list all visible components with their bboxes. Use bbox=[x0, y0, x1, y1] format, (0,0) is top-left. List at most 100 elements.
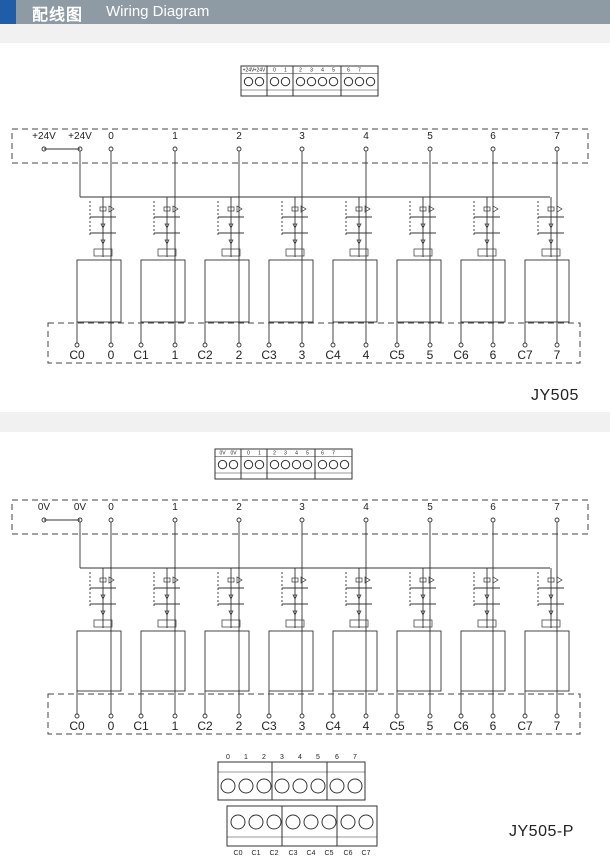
front-connector-label: C0 bbox=[234, 850, 243, 857]
top-terminal-label: 7 bbox=[554, 502, 560, 513]
screw-terminal bbox=[248, 814, 264, 830]
screw-terminal bbox=[343, 76, 354, 87]
bottom-terminal-dot bbox=[108, 342, 114, 348]
top-terminal-dot bbox=[363, 517, 369, 523]
front-connector-label: 2 bbox=[262, 754, 266, 761]
screw-terminal bbox=[354, 76, 365, 87]
bottom-terminal-dot bbox=[522, 713, 528, 719]
top-terminal-label: 2 bbox=[236, 131, 242, 142]
bottom-terminal-dot bbox=[74, 713, 80, 719]
front-connector-label: C7 bbox=[362, 850, 371, 857]
output-loop bbox=[524, 259, 570, 323]
screw-terminal bbox=[280, 459, 291, 470]
front-connector-label: C4 bbox=[307, 850, 316, 857]
output-loop bbox=[140, 259, 186, 323]
screw-terminal bbox=[317, 459, 328, 470]
screw-terminal bbox=[310, 778, 326, 794]
front-connector-label: C3 bbox=[289, 850, 298, 857]
bottom-terminal-label: C7 bbox=[517, 719, 533, 733]
bottom-terminal-dot bbox=[490, 713, 496, 719]
led-diode bbox=[236, 576, 243, 584]
top-terminal-strip bbox=[11, 128, 589, 164]
section-header: 配线图 Wiring Diagram bbox=[0, 0, 610, 24]
bottom-terminal-label: 0 bbox=[108, 348, 115, 362]
bottom-terminal-dot bbox=[458, 342, 464, 348]
front-connector-label: C6 bbox=[344, 850, 353, 857]
connector-pin-label: 0 bbox=[273, 67, 276, 73]
connector-pin-label: 6 bbox=[321, 450, 324, 456]
screw-terminal bbox=[365, 76, 376, 87]
output-loop bbox=[204, 259, 250, 323]
screw-terminal bbox=[243, 459, 254, 470]
screw-terminal bbox=[291, 459, 302, 470]
screw-terminal bbox=[295, 76, 306, 87]
bottom-terminal-label: C6 bbox=[453, 719, 469, 733]
bottom-terminal-label: C1 bbox=[133, 348, 149, 362]
led-diode bbox=[556, 576, 563, 584]
screw-terminal bbox=[347, 778, 363, 794]
connector-pin-label: 2 bbox=[273, 450, 276, 456]
output-loop bbox=[268, 630, 314, 692]
led-diode bbox=[108, 205, 115, 213]
top-terminal-dot bbox=[172, 517, 178, 523]
bottom-terminal-dot bbox=[266, 713, 272, 719]
connector-pin-label: 3 bbox=[284, 450, 287, 456]
led-diode bbox=[492, 205, 499, 213]
bottom-terminal-dot bbox=[394, 713, 400, 719]
bottom-terminal-dot bbox=[236, 713, 242, 719]
bottom-terminal-dot bbox=[522, 342, 528, 348]
top-terminal-dot bbox=[363, 146, 369, 152]
bottom-terminal-label: C0 bbox=[69, 719, 85, 733]
screw-terminal bbox=[328, 459, 339, 470]
top-terminal-dot bbox=[490, 146, 496, 152]
top-terminal-dot bbox=[108, 146, 114, 152]
top-terminal-label: 0V bbox=[38, 502, 51, 513]
bottom-terminal-label: 7 bbox=[554, 719, 561, 733]
connector-pin-label: 6 bbox=[347, 67, 350, 73]
top-terminal-strip bbox=[11, 499, 589, 535]
bottom-terminal-label: 1 bbox=[172, 348, 179, 362]
bottom-terminal-label: C2 bbox=[197, 719, 213, 733]
screw-terminal bbox=[302, 459, 313, 470]
bottom-terminal-dot bbox=[266, 342, 272, 348]
screw-terminal bbox=[280, 76, 291, 87]
connector-pin-label: 4 bbox=[295, 450, 298, 456]
bottom-terminal-label: 5 bbox=[427, 348, 434, 362]
bottom-terminal-dot bbox=[138, 342, 144, 348]
bottom-terminal-label: C5 bbox=[389, 719, 405, 733]
top-terminal-label: 1 bbox=[172, 502, 178, 513]
screw-terminal bbox=[328, 76, 339, 87]
bottom-terminal-label: C2 bbox=[197, 348, 213, 362]
output-loop bbox=[332, 630, 378, 692]
screw-terminal bbox=[306, 76, 317, 87]
output-loop bbox=[76, 630, 122, 692]
top-terminal-dot bbox=[108, 517, 114, 523]
screw-terminal bbox=[217, 459, 228, 470]
front-connector-label: 6 bbox=[335, 754, 339, 761]
connector-pin-label: +24V bbox=[254, 67, 266, 73]
bottom-terminal-dot bbox=[330, 713, 336, 719]
output-loop bbox=[396, 630, 442, 692]
connector-pin-label: 0V bbox=[230, 450, 237, 456]
top-terminal-dot bbox=[299, 517, 305, 523]
top-terminal-label: 5 bbox=[427, 131, 433, 142]
top-terminal-label: 3 bbox=[299, 502, 305, 513]
bottom-terminal-label: 7 bbox=[554, 348, 561, 362]
bottom-terminal-dot bbox=[427, 342, 433, 348]
screw-terminal bbox=[238, 778, 254, 794]
bottom-terminal-dot bbox=[74, 342, 80, 348]
screw-terminal bbox=[266, 814, 282, 830]
screw-terminal bbox=[269, 459, 280, 470]
top-terminal-dot bbox=[554, 517, 560, 523]
bottom-terminal-strip bbox=[47, 322, 581, 364]
bottom-terminal-dot bbox=[363, 713, 369, 719]
header-title-en: Wiring Diagram bbox=[106, 3, 210, 20]
screw-terminal bbox=[220, 778, 236, 794]
screw-terminal bbox=[230, 814, 246, 830]
front-connector-label: C5 bbox=[325, 850, 334, 857]
led-diode bbox=[172, 576, 179, 584]
bottom-terminal-dot bbox=[172, 342, 178, 348]
screw-terminal bbox=[243, 76, 254, 87]
front-connector-label: C1 bbox=[252, 850, 261, 857]
